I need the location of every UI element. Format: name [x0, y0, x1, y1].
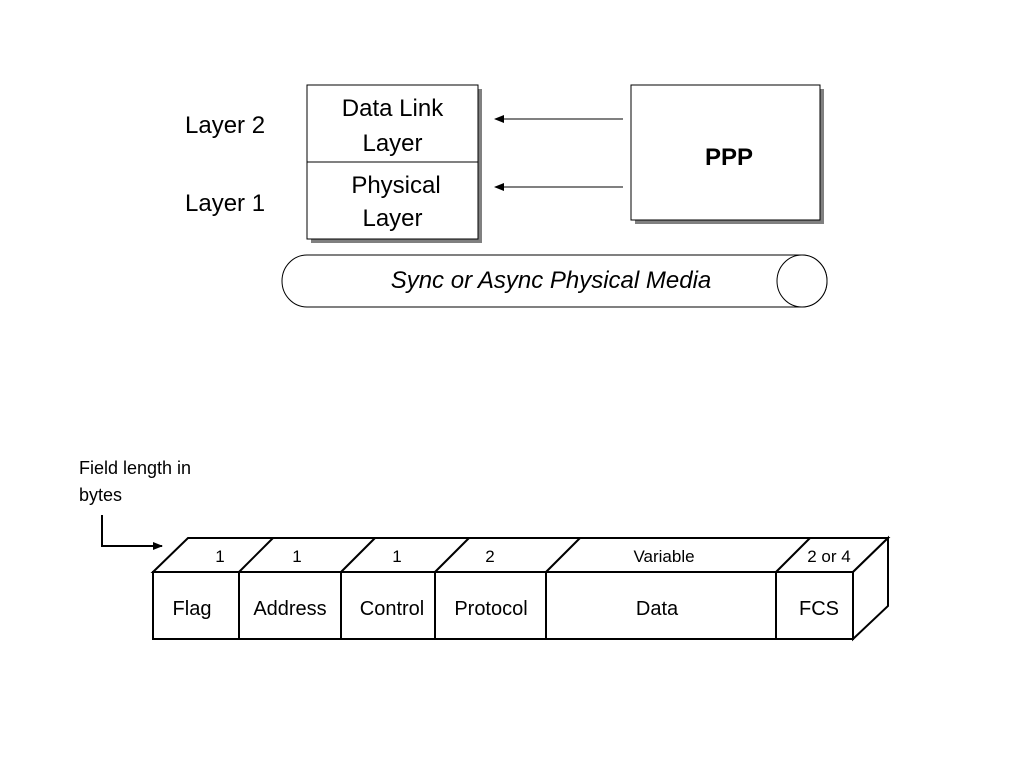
field-length-protocol: 2	[485, 547, 494, 566]
top-divider-2	[340, 537, 376, 573]
field-length-data: Variable	[633, 547, 694, 566]
top-divider-1	[238, 537, 274, 573]
ppp-box: PPP	[630, 84, 824, 224]
field-length-control: 1	[392, 547, 401, 566]
top-divider-4	[545, 537, 581, 573]
field-name-control: Control	[360, 598, 424, 620]
physical-layer-label-line2: Layer	[362, 205, 422, 232]
top-divider-3	[434, 537, 470, 573]
cylinder-end	[776, 254, 828, 308]
data-link-layer-label-line1: Data Link	[342, 95, 444, 122]
ppp-label: PPP	[705, 144, 753, 171]
layer-2-label: Layer 2	[185, 112, 265, 139]
field-length-caption-line2: bytes	[79, 485, 122, 505]
field-length-fcs: 2 or 4	[807, 547, 850, 566]
field-length-pointer	[101, 515, 163, 550]
layer-stack: Data Link Layer Physical Layer	[306, 84, 482, 243]
ppp-box-frame	[630, 84, 821, 221]
physical-media-cylinder: Sync or Async Physical Media	[281, 254, 828, 308]
field-name-address: Address	[253, 598, 326, 620]
field-length-caption-line1: Field length in	[79, 458, 191, 478]
physical-media-label: Sync or Async Physical Media	[391, 267, 712, 294]
data-link-layer-label-line2: Layer	[362, 130, 422, 157]
layer-1-label: Layer 1	[185, 190, 265, 217]
frame-top-face	[150, 537, 891, 573]
field-name-data: Data	[636, 598, 679, 620]
field-length-address: 1	[292, 547, 301, 566]
frame-block: 1 1 1 2 Variable 2 or 4 Flag Address Con…	[150, 535, 891, 642]
frame-front-face	[152, 571, 854, 640]
top-divider-5	[775, 537, 811, 573]
field-name-fcs: FCS	[799, 598, 839, 620]
field-length-flag: 1	[215, 547, 224, 566]
field-name-protocol: Protocol	[454, 598, 527, 620]
field-name-flag: Flag	[173, 598, 212, 620]
physical-layer-label-line1: Physical	[351, 172, 440, 199]
